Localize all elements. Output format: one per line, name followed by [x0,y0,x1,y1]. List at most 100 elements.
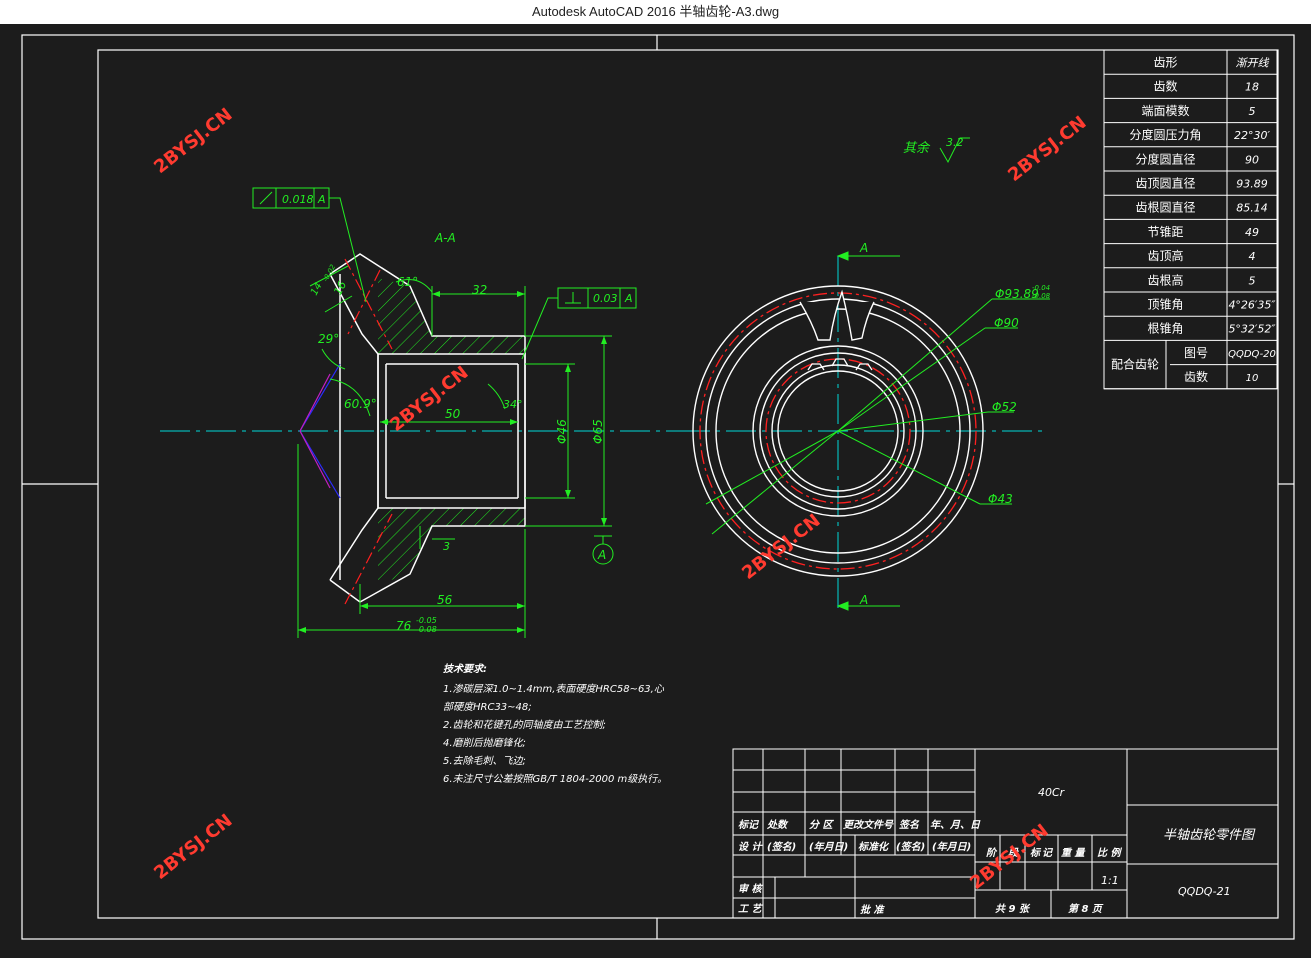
tb-header: 分 区 [809,819,834,831]
gdt-runout-datum: A [317,193,326,206]
title-block-text: 40Cr 半轴齿轮零件图 QQDQ-21 1:1 标记 处数 分 区 更改文件号… [738,786,1256,916]
section-arrows [836,251,900,611]
dim-dia46: Φ46 [555,419,569,444]
notes-line: 4.磨削后抛磨锋化; [443,737,526,749]
cone-line-blue-1 [299,363,341,432]
dim-76: 76 [396,619,412,633]
dim-3: 3 [443,540,450,553]
param-value: 90 [1245,153,1259,166]
param-value: 5 [1249,105,1256,118]
dim-32: 32 [472,283,487,297]
dim-50: 50 [445,407,461,421]
pitch-line-bottom [344,513,393,605]
param-label: 齿形 [1153,55,1177,69]
dim-angle-29: 29° [318,332,339,346]
mating-no-label: 图号 [1184,346,1208,360]
view-arrow-bottom: A [859,593,868,607]
param-label: 齿顶圆直径 [1135,176,1195,190]
dim-dia93-89-up: -0.04 [1032,284,1050,292]
dim-76-tol-up: -0.05 [416,616,437,625]
datum-symbol [592,535,614,565]
watermark: 2BYSJ.CN [150,104,236,178]
tb-stage: 记 [1042,847,1054,859]
param-value: 4 [1249,250,1256,263]
tb-design: 设 计 [738,841,763,853]
technical-notes: 技术要求: 1.渗碳层深1.0~1.4mm,表面硬度HRC58~63,心 部硬度… [443,663,667,785]
tb-stage: 标 [1030,847,1042,859]
pitch-line-top [344,258,393,350]
notes-line: 部硬度HRC33~48; [443,701,532,713]
dim-76-tol-low: -0.08 [416,625,437,634]
tb-design: (签名) [896,841,925,853]
param-value: 85.14 [1236,202,1268,215]
param-label: 齿数 [1153,79,1177,94]
param-value: 5°32′52″ [1228,323,1276,336]
gdt-perp-datum: A [624,292,633,305]
diameter-leaders [705,298,1050,535]
tb-sheets: 共 9 张 [995,903,1031,915]
dim-14: 14 [309,281,325,297]
drawing-number: QQDQ-21 [1178,885,1231,898]
hatch-bottom [378,508,525,584]
tb-header: 处数 [766,819,789,831]
mating-no-value: QQDQ-20 [1228,349,1276,360]
scale-value: 1:1 [1101,874,1119,887]
param-label: 顶锥角 [1147,297,1183,311]
dim-dia93-89: Φ93.89 [995,287,1039,301]
tb-header: 年、月、日 [930,819,981,831]
dim-angle-61: 61° [397,275,418,289]
tooth-notch [799,289,875,341]
hatch-top [378,278,525,354]
surface-label: 其余 [903,140,931,156]
tb-stage: 比 例 [1097,847,1122,859]
param-label: 分度圆压力角 [1129,127,1201,142]
notes-line: 1.渗碳层深1.0~1.4mm,表面硬度HRC58~63,心 [443,683,665,695]
material: 40Cr [1038,786,1066,799]
datum-label: A [597,548,606,562]
tb-stage: 段 [1008,847,1020,859]
notes-line: 6.未注尺寸公差按照GB/T 1804-2000 m级执行。 [443,773,667,785]
param-value: 18 [1245,81,1259,94]
tb-review: 审 核 [738,883,763,895]
param-value: 49 [1245,226,1259,239]
watermark: 2BYSJ.CN [1004,112,1090,186]
tb-design: (年月日) [809,841,848,853]
notes-title: 技术要求: [443,663,487,675]
window-title: Autodesk AutoCAD 2016 半轴齿轮-A3.dwg [0,0,1311,24]
mating-teeth-value: 10 [1246,373,1259,384]
watermark: 2BYSJ.CN [386,362,472,436]
dim-dia52: Φ52 [992,400,1017,414]
gdt-perpendicularity [521,287,637,360]
inner-border [97,49,1279,919]
gdt-runout-value: 0.018 [282,193,314,206]
tb-header: 签名 [899,819,920,831]
gdt-runout [252,187,367,303]
param-value: 4°26′35″ [1228,298,1276,311]
mating-teeth-label: 齿数 [1184,369,1208,384]
param-label: 端面模数 [1141,103,1189,118]
tb-approve: 批 准 [860,904,885,916]
param-label: 节锥距 [1147,225,1183,239]
tb-design: 标准化 [858,841,890,853]
param-label: 齿根高 [1147,272,1183,287]
tb-sheet-no: 第 8 页 [1068,903,1104,915]
dim-angle-34: 34° [503,398,523,411]
param-label: 齿顶高 [1147,248,1183,263]
surface-roughness: 其余 3.2 [903,136,970,164]
dim-angle-60-9: 60.9° [344,397,377,411]
dim-dia90: Φ90 [994,316,1019,330]
section-label: A-A [434,231,456,245]
drawing-frame [21,34,1295,940]
dimension-lines [297,265,612,638]
gdt-perp-value: 0.03 [593,292,618,305]
drawing-title: 半轴齿轮零件图 [1163,828,1256,843]
param-value: 93.89 [1236,177,1268,190]
tb-design: (年月日) [932,841,971,853]
tb-stage: 重 量 [1061,847,1086,859]
dim-dia65: Φ65 [591,419,605,444]
spline-teeth [807,358,873,371]
tb-stage: 阶 [986,847,998,859]
